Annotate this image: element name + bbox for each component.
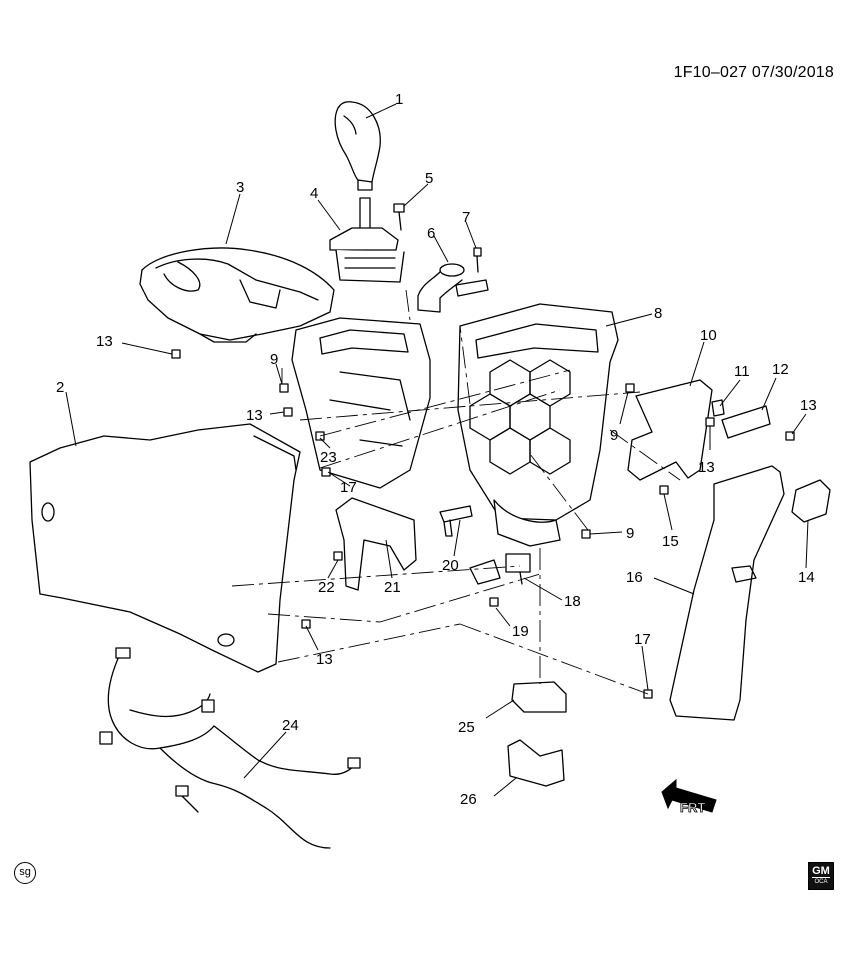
callout-9-a: 9 [270,351,278,368]
assembly-lines [231,289,681,695]
callout-13-a: 13 [96,333,113,350]
clip-20-part [439,505,473,537]
callout-25: 25 [458,719,475,736]
callout-11: 11 [734,363,750,380]
front-direction-arrow: FRT [661,778,717,815]
callout-21: 21 [384,579,401,596]
console-body-part [291,317,431,489]
cable-bracket-part [417,263,489,313]
callout-8: 8 [654,305,662,322]
callout-24: 24 [282,717,299,734]
callout-14: 14 [798,569,815,586]
callout-13-c: 13 [698,459,715,476]
fasteners [171,349,795,699]
callout-22: 22 [318,579,335,596]
callout-5: 5 [425,170,433,187]
switch-14-part [791,479,831,523]
module-25-part [511,681,567,713]
callout-6: 6 [427,225,435,242]
callout-20: 20 [442,557,459,574]
shift-knob-part [334,101,381,191]
wiring-harness-part [99,647,361,849]
gm-logo: GM OCA [808,862,834,890]
gm-logo-main: GM [812,865,830,878]
callout-23: 23 [320,449,337,466]
callout-9-b: 9 [610,427,618,444]
side-trim-16-part [669,465,785,721]
screw-7-part [473,247,482,273]
sg-corner-mark: sg [14,862,36,884]
callout-15: 15 [662,533,679,550]
callout-12: 12 [772,361,789,378]
callout-10: 10 [700,327,717,344]
callout-18: 18 [564,593,581,610]
callout-16: 16 [626,569,643,586]
callout-19: 19 [512,623,529,640]
callout-labels: 1 2 3 4 5 6 7 8 9 10 11 12 13 14 15 16 1… [56,91,817,808]
leader-lines [65,103,809,797]
console-frame-part [457,303,619,547]
callout-2: 2 [56,379,64,396]
shifter-assembly-part [329,197,405,283]
bracket-26-part [507,739,565,787]
console-upper-trim-part [139,247,335,343]
callout-9-c: 9 [626,525,634,542]
document-id: 1F10–027 07/30/2018 [673,64,834,81]
callout-1: 1 [395,91,403,108]
callout-3: 3 [236,179,244,196]
bracket-21-part [335,497,417,591]
callout-13-e: 13 [800,397,817,414]
bolt-5-part [393,203,405,231]
callout-17-a: 17 [340,479,357,496]
console-side-panel-part [29,423,301,673]
callout-17-b: 17 [634,631,651,648]
brackets-10-12-part [627,379,771,481]
callout-7: 7 [462,209,470,226]
gm-logo-sub: OCA [814,879,828,885]
module-18-part [469,553,531,585]
screw-19-part [489,597,499,607]
front-direction-label: FRT [680,800,705,815]
callout-13-d: 13 [316,651,333,668]
callout-26: 26 [460,791,477,808]
callout-4: 4 [310,185,318,202]
callout-13-b: 13 [246,407,263,424]
